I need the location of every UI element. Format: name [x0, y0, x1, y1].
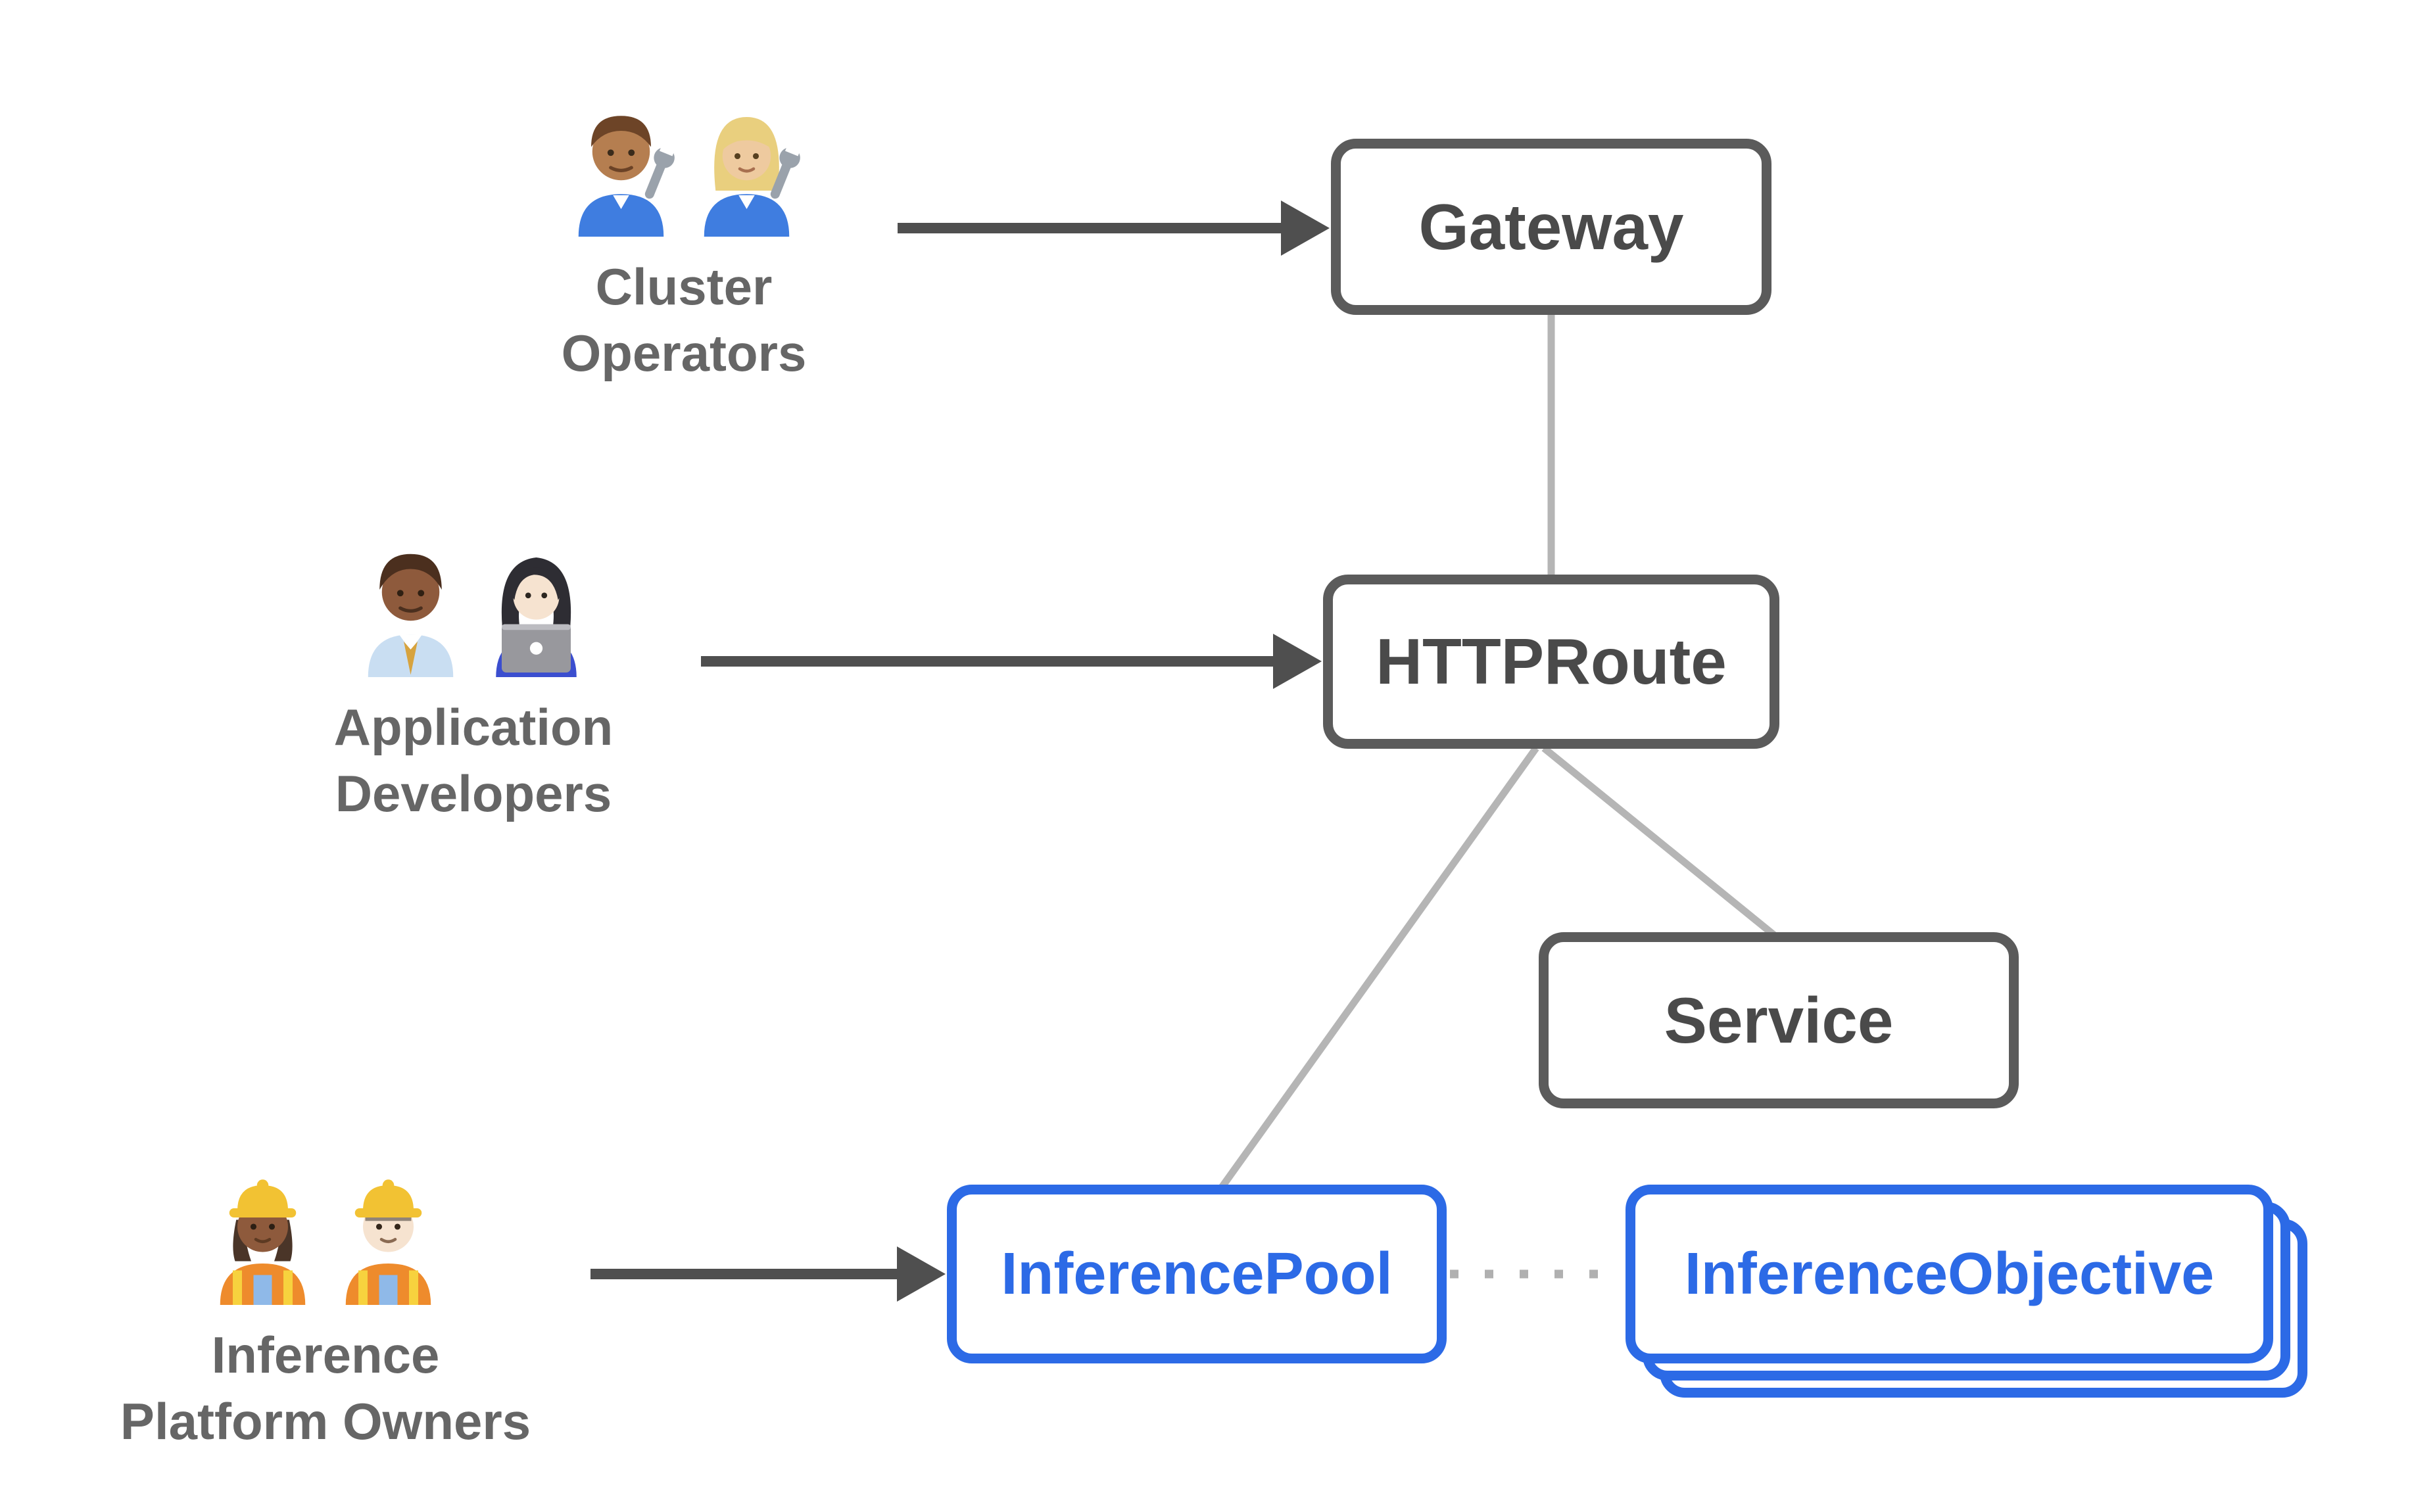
man-construction-worker-icon [345, 1179, 431, 1305]
man-office-worker-icon [368, 554, 454, 677]
arrowhead-httproute [1273, 634, 1322, 689]
edge-httproute-service [1541, 745, 1778, 939]
service-node: Service [1539, 932, 2019, 1108]
cluster-operators-label: Cluster Operators [562, 254, 807, 387]
label-line: Inference [211, 1326, 440, 1384]
actor-inference-platform-owners: Inference Platform Owners [95, 1167, 556, 1455]
label-line: Platform Owners [120, 1392, 531, 1451]
label-line: Cluster [595, 258, 773, 316]
inferenceobjective-label: InferenceObjective [1684, 1240, 2215, 1307]
woman-construction-worker-icon [220, 1179, 306, 1305]
actor-application-developers: Application Developers [302, 539, 644, 828]
label-line: Operators [561, 324, 807, 383]
application-developers-label: Application Developers [334, 694, 614, 828]
inference-platform-owners-label: Inference Platform Owners [120, 1322, 531, 1455]
service-label: Service [1664, 983, 1894, 1056]
gateway-node: Gateway [1331, 139, 1771, 315]
inference-platform-owners-icons [205, 1167, 446, 1305]
inferencepool-label: InferencePool [1001, 1240, 1393, 1307]
woman-mechanic-icon [704, 117, 802, 237]
actor-cluster-operators: Cluster Operators [513, 99, 855, 387]
label-line: Developers [335, 765, 612, 823]
application-developers-icons [353, 539, 594, 677]
label-line: Application [333, 698, 614, 756]
cluster-operators-icons [564, 99, 804, 237]
man-mechanic-icon [578, 116, 677, 237]
inferenceobjective-node: InferenceObjective [1626, 1185, 2273, 1363]
edge-httproute-inferencepool [1218, 745, 1539, 1190]
inferencepool-node: InferencePool [947, 1185, 1447, 1363]
woman-technologist-icon [496, 557, 577, 677]
arrowhead-gateway [1281, 201, 1330, 256]
arrowhead-inferencepool [897, 1246, 946, 1302]
gateway-label: Gateway [1418, 190, 1684, 263]
httproute-label: HTTPRoute [1376, 625, 1727, 697]
httproute-node: HTTPRoute [1323, 575, 1779, 749]
